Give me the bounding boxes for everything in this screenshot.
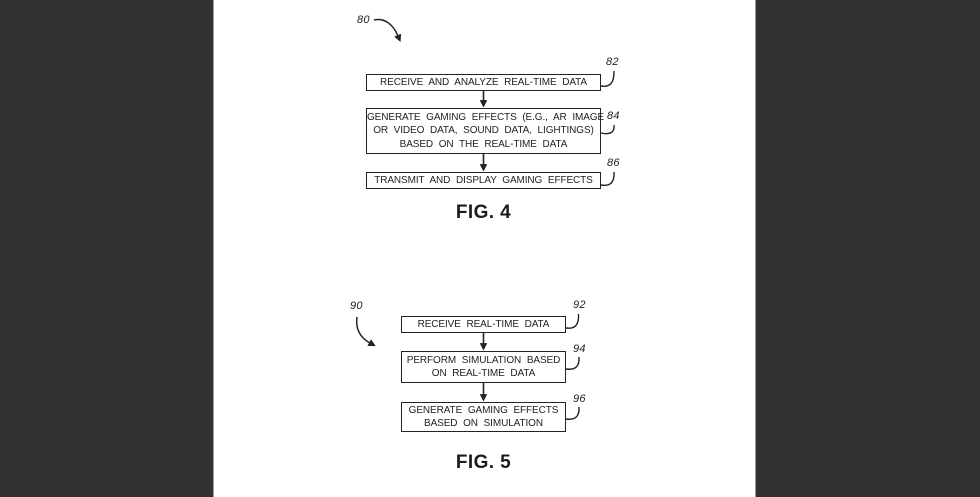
fig5-step-box-perform-simulation: PERFORM SIMULATION BASED ON REAL-TIME DA… [401, 351, 566, 383]
fig5-ref-numeral-96: 96 [573, 393, 586, 405]
patent-sheet: 80 RECEIVE AND ANALYZE REAL-TIME DATA 82… [213, 0, 756, 497]
fig5-ref-connector-94 [566, 357, 579, 369]
flow-step-text: BASED ON THE REAL-TIME DATA [367, 138, 600, 151]
flow-step-text: RECEIVE REAL-TIME DATA [402, 318, 565, 331]
fig5-ref-connector-92 [566, 314, 579, 328]
fig5-step-box-generate-effects: GENERATE GAMING EFFECTS BASED ON SIMULAT… [401, 402, 566, 432]
fig4-caption: FIG. 4 [366, 202, 601, 224]
fig4-ref-connector-86 [601, 172, 614, 185]
fig4-ref-numeral-86: 86 [607, 157, 620, 169]
fig5-ref-connector-96 [566, 407, 579, 419]
fig4-step-box-generate-effects: GENERATE GAMING EFFECTS (E.G., AR IMAGE … [366, 108, 601, 154]
flow-step-text: GENERATE GAMING EFFECTS (E.G., AR IMAGE [367, 111, 600, 124]
fig5-reference-number: 90 [350, 300, 363, 312]
fig5-label-arrow [357, 317, 370, 343]
fig5-step-box-receive-data: RECEIVE REAL-TIME DATA [401, 316, 566, 333]
fig4-reference-number: 80 [357, 14, 370, 26]
fig4-ref-numeral-84: 84 [607, 110, 620, 122]
fig4-ref-connector-84 [601, 125, 614, 134]
fig4-label-arrow [374, 19, 398, 36]
flow-step-text: OR VIDEO DATA, SOUND DATA, LIGHTINGS) [367, 124, 600, 137]
fig4-ref-connector-82 [601, 71, 614, 86]
flow-step-text: TRANSMIT AND DISPLAY GAMING EFFECTS [367, 174, 600, 187]
fig4-ref-numeral-82: 82 [606, 56, 619, 68]
fig5-caption: FIG. 5 [401, 452, 566, 474]
flow-step-text: PERFORM SIMULATION BASED [402, 354, 565, 367]
flow-step-text: RECEIVE AND ANALYZE REAL-TIME DATA [367, 76, 600, 89]
fig5-ref-numeral-92: 92 [573, 299, 586, 311]
fig4-step-box-receive-analyze: RECEIVE AND ANALYZE REAL-TIME DATA [366, 74, 601, 91]
fig5-ref-numeral-94: 94 [573, 343, 586, 355]
flow-step-text: BASED ON SIMULATION [402, 417, 565, 430]
fig4-step-box-transmit-display: TRANSMIT AND DISPLAY GAMING EFFECTS [366, 172, 601, 189]
flow-step-text: GENERATE GAMING EFFECTS [402, 404, 565, 417]
flow-step-text: ON REAL-TIME DATA [402, 367, 565, 380]
